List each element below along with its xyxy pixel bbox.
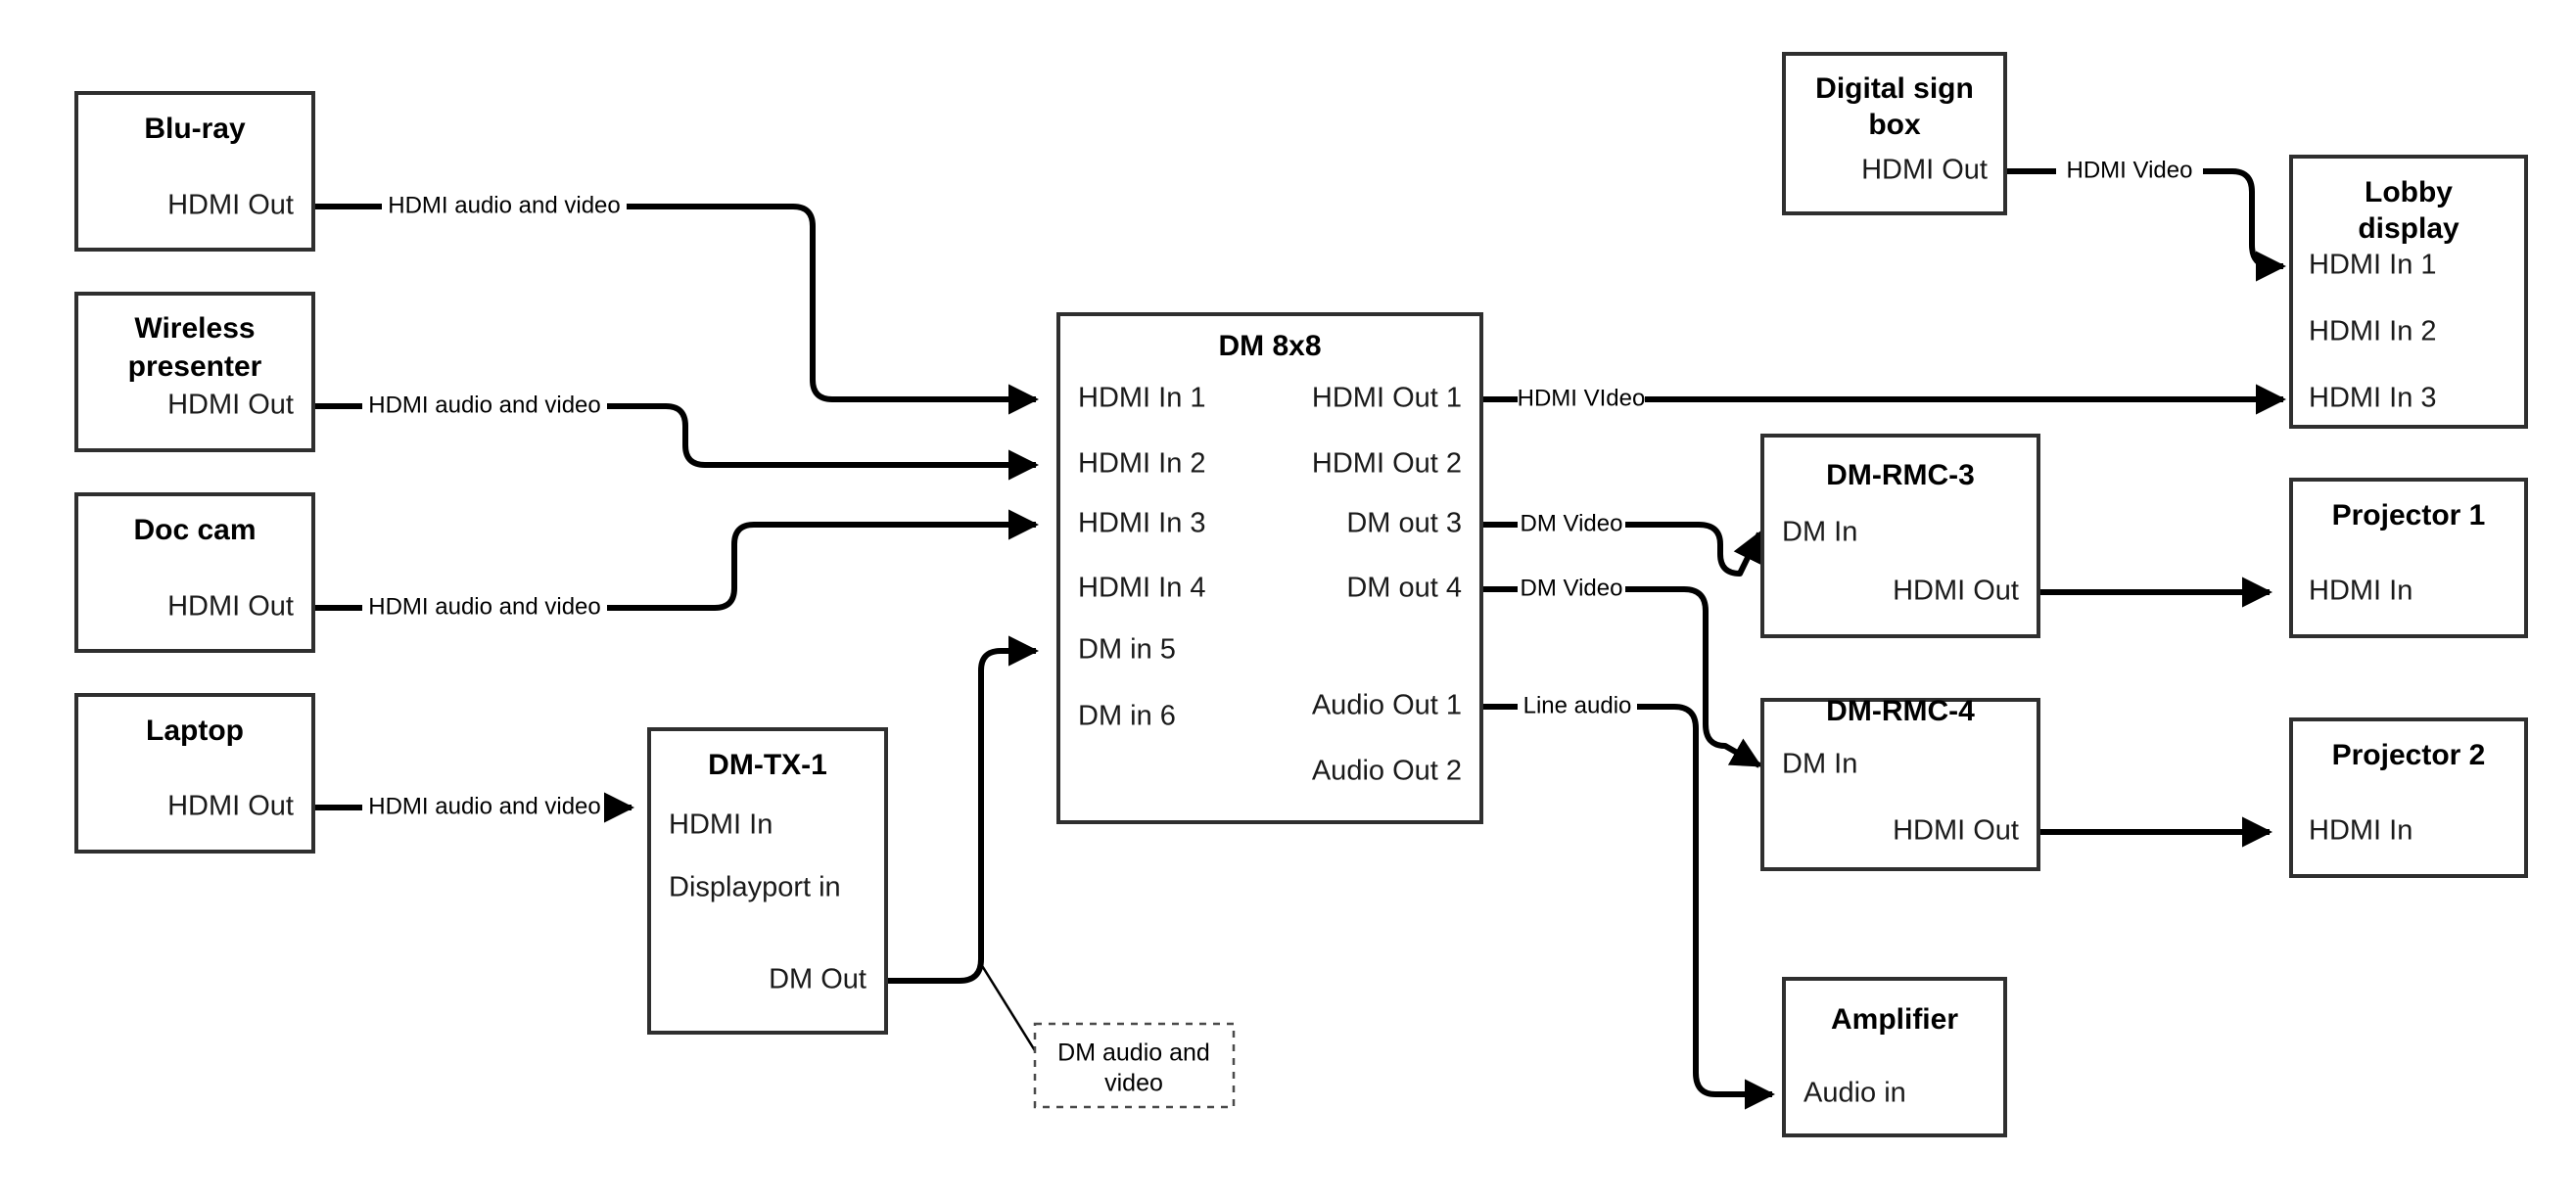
device-doc-cam-title: Doc cam bbox=[133, 514, 256, 546]
device-bluray-title: Blu-ray bbox=[144, 113, 246, 145]
device-lobby-display[interactable]: Lobby display HDMI In 1 HDMI In 2 HDMI I… bbox=[2289, 155, 2528, 429]
device-dm-tx-1[interactable]: DM-TX-1 HDMI In Displayport in DM Out bbox=[647, 727, 888, 1035]
note-dm-audio-and-video-line2: video bbox=[1104, 1070, 1163, 1097]
link-doccam-to-dm8x8 bbox=[313, 525, 1036, 611]
device-lobby-display-box[interactable] bbox=[2289, 155, 2528, 429]
device-dm-8x8[interactable]: DM 8x8 HDMI In 1 HDMI In 2 HDMI In 3 HDM… bbox=[1056, 312, 1483, 824]
device-projector-1-box[interactable] bbox=[2289, 478, 2528, 638]
device-dm-rmc-3[interactable]: DM-RMC-3 DM In HDMI Out bbox=[1760, 434, 2040, 638]
link-wireless-to-dm8x8 bbox=[313, 403, 1036, 465]
device-lobby-display-title-line1: Lobby bbox=[2365, 176, 2453, 208]
device-dm-8x8-box[interactable] bbox=[1056, 312, 1483, 824]
device-dm-8x8-input-4: HDMI In 4 bbox=[1078, 573, 1206, 604]
device-lobby-display-input-2: HDMI In 2 bbox=[2309, 316, 2437, 347]
device-dm-8x8-output-2: HDMI Out 2 bbox=[1312, 448, 1462, 480]
device-dm-tx-1-port-displayport-in: Displayport in bbox=[669, 872, 841, 903]
device-dm-8x8-output-1: HDMI Out 1 bbox=[1312, 383, 1462, 414]
device-laptop[interactable]: Laptop HDMI Out bbox=[74, 693, 315, 854]
device-wireless-presenter-port-hdmi-out: HDMI Out bbox=[167, 390, 294, 421]
edge-label-digitalsign-to-lobby: HDMI Video bbox=[2067, 157, 2193, 183]
edge-label-dm8x8-out1-to-lobby: HDMI VIdeo bbox=[1518, 385, 1646, 411]
note-dm-audio-and-video-box bbox=[1033, 1022, 1236, 1109]
device-wireless-presenter-box[interactable] bbox=[74, 292, 315, 452]
device-dm-rmc-3-title: DM-RMC-3 bbox=[1826, 459, 1975, 491]
device-bluray-port-hdmi-out: HDMI Out bbox=[167, 190, 294, 221]
device-lobby-display-input-1: HDMI In 1 bbox=[2309, 250, 2437, 281]
device-laptop-port-hdmi-out: HDMI Out bbox=[167, 791, 294, 822]
device-dm-rmc-4-port-dm-in: DM In bbox=[1782, 749, 1857, 780]
device-amplifier-port-audio-in: Audio in bbox=[1803, 1078, 1906, 1109]
device-dm-8x8-output-6: Audio Out 2 bbox=[1312, 756, 1462, 787]
device-projector-2-port-hdmi-in: HDMI In bbox=[2309, 815, 2412, 847]
link-dm8x8-audio1-to-amplifier bbox=[1481, 704, 1772, 1094]
device-wireless-presenter[interactable]: Wireless presenter HDMI Out bbox=[74, 292, 315, 452]
device-digital-sign-box-port-hdmi-out: HDMI Out bbox=[1861, 155, 1988, 186]
leader-dm-audio-video-note bbox=[979, 963, 1038, 1053]
link-dmtx1-to-dm8x8 bbox=[886, 635, 1040, 984]
device-dm-rmc-4-title: DM-RMC-4 bbox=[1826, 695, 1975, 727]
device-dm-8x8-title: DM 8x8 bbox=[1218, 330, 1321, 362]
device-laptop-box[interactable] bbox=[74, 693, 315, 854]
device-dm-8x8-input-3: HDMI In 3 bbox=[1078, 508, 1206, 539]
device-lobby-display-title-line2: display bbox=[2358, 212, 2459, 245]
device-dm-tx-1-title: DM-TX-1 bbox=[708, 749, 827, 781]
device-projector-2[interactable]: Projector 2 HDMI In bbox=[2289, 717, 2528, 878]
device-dm-rmc-4-box[interactable] bbox=[1760, 698, 2040, 871]
note-dm-audio-and-video-line1: DM audio and bbox=[1057, 1039, 1210, 1067]
device-digital-sign-box-title-line1: Digital sign bbox=[1815, 72, 1974, 105]
link-bluray-to-dm8x8 bbox=[313, 204, 1036, 399]
device-digital-sign-box-title-line2: box bbox=[1868, 109, 1921, 141]
device-dm-rmc-3-port-hdmi-out: HDMI Out bbox=[1893, 576, 2019, 607]
device-digital-sign-box-box[interactable] bbox=[1782, 52, 2007, 215]
device-dm-8x8-input-2: HDMI In 2 bbox=[1078, 448, 1206, 480]
device-dm-8x8-output-4: DM out 4 bbox=[1346, 573, 1462, 604]
note-dm-audio-and-video: DM audio and video bbox=[1033, 1022, 1236, 1109]
device-dm-tx-1-box[interactable] bbox=[647, 727, 888, 1035]
device-projector-1-title: Projector 1 bbox=[2332, 499, 2486, 531]
device-amplifier-box[interactable] bbox=[1782, 977, 2007, 1137]
device-amplifier-title: Amplifier bbox=[1831, 1003, 1958, 1036]
device-dm-8x8-output-3: DM out 3 bbox=[1346, 508, 1462, 539]
device-digital-sign-box[interactable]: Digital sign box HDMI Out bbox=[1782, 52, 2007, 215]
device-dm-8x8-input-5: DM in 5 bbox=[1078, 634, 1176, 666]
device-laptop-title: Laptop bbox=[146, 715, 244, 747]
device-lobby-display-input-3: HDMI In 3 bbox=[2309, 383, 2437, 414]
edge-label-dm8x8-audio1-to-amplifier: Line audio bbox=[1523, 692, 1632, 718]
device-doc-cam-port-hdmi-out: HDMI Out bbox=[167, 591, 294, 623]
device-doc-cam[interactable]: Doc cam HDMI Out bbox=[74, 492, 315, 653]
device-projector-1-port-hdmi-in: HDMI In bbox=[2309, 576, 2412, 607]
device-dm-rmc-4-port-hdmi-out: HDMI Out bbox=[1893, 815, 2019, 847]
device-dm-8x8-input-6: DM in 6 bbox=[1078, 701, 1176, 732]
device-projector-1[interactable]: Projector 1 HDMI In bbox=[2289, 478, 2528, 638]
device-projector-2-box[interactable] bbox=[2289, 717, 2528, 878]
edge-label-dm8x8-out3-to-rmc3: DM Video bbox=[1521, 510, 1623, 536]
device-dm-8x8-output-5: Audio Out 1 bbox=[1312, 690, 1462, 721]
link-dm8x8-out4-to-rmc4 bbox=[1481, 586, 1759, 765]
device-bluray[interactable]: Blu-ray HDMI Out bbox=[74, 91, 315, 252]
device-dm-rmc-4[interactable]: DM-RMC-4 DM In HDMI Out bbox=[1760, 695, 2040, 871]
device-amplifier[interactable]: Amplifier Audio in bbox=[1782, 977, 2007, 1137]
link-digitalsign-to-lobby bbox=[2005, 168, 2283, 266]
device-dm-8x8-input-1: HDMI In 1 bbox=[1078, 383, 1206, 414]
device-dm-rmc-3-box[interactable] bbox=[1760, 434, 2040, 638]
edge-label-dm8x8-out4-to-rmc4: DM Video bbox=[1521, 575, 1623, 601]
device-projector-2-title: Projector 2 bbox=[2332, 739, 2486, 771]
edge-label-doccam-to-dm8x8: HDMI audio and video bbox=[368, 593, 600, 620]
link-dm8x8-out3-to-rmc3 bbox=[1481, 525, 1759, 577]
device-dm-tx-1-port-hdmi-in: HDMI In bbox=[669, 809, 773, 841]
edge-label-laptop-to-dmtx1: HDMI audio and video bbox=[368, 793, 600, 819]
device-wireless-presenter-title-line1: Wireless bbox=[134, 312, 255, 345]
device-wireless-presenter-title-line2: presenter bbox=[128, 350, 262, 383]
device-doc-cam-box[interactable] bbox=[74, 492, 315, 653]
edge-label-wireless-to-dm8x8: HDMI audio and video bbox=[368, 392, 600, 418]
device-dm-rmc-3-port-dm-in: DM In bbox=[1782, 517, 1857, 548]
edge-label-bluray-to-dm8x8: HDMI audio and video bbox=[388, 192, 620, 218]
device-bluray-box[interactable] bbox=[74, 91, 315, 252]
device-dm-tx-1-port-dm-out: DM Out bbox=[769, 964, 866, 995]
